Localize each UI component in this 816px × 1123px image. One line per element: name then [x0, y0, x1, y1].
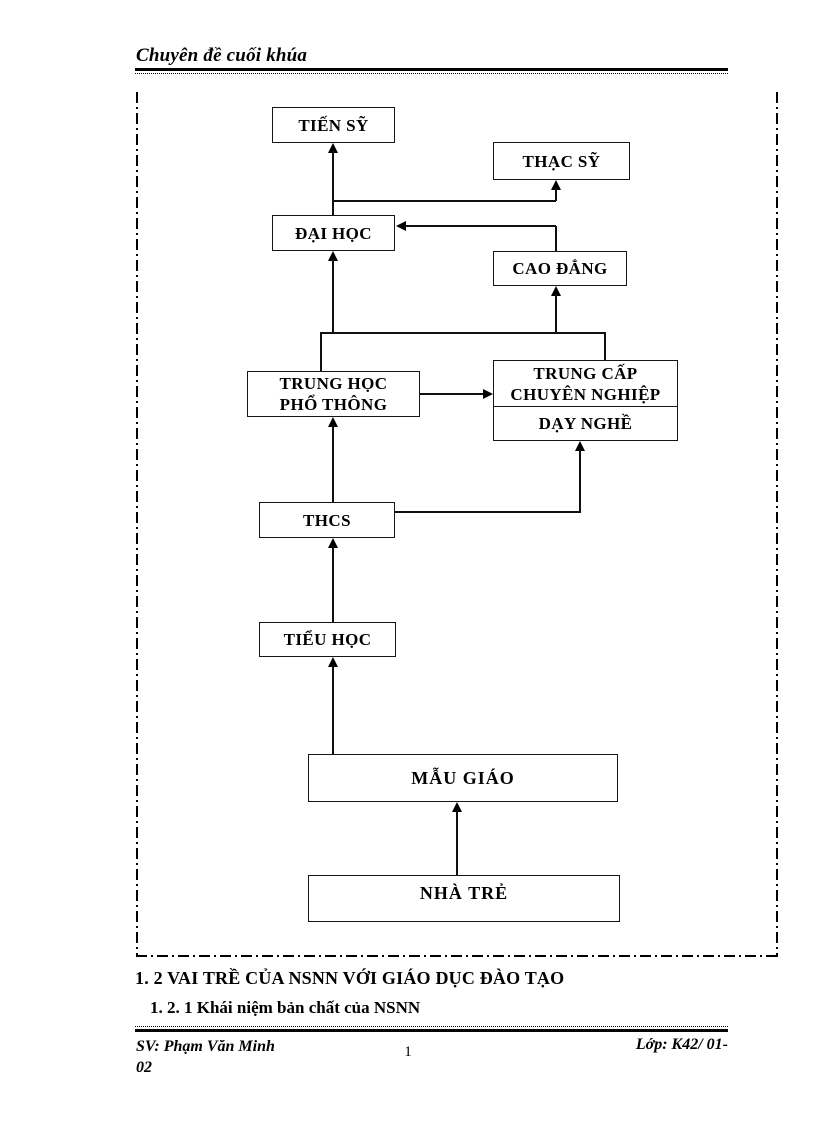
box-tccn-label-line1: TRUNG CẤP — [533, 363, 638, 383]
footer-rule — [135, 1029, 728, 1032]
box-dai-hoc: ĐẠI HỌC — [272, 215, 395, 251]
box-dai-hoc-label: ĐẠI HỌC — [295, 223, 372, 243]
connector-branch-to-thac-sy-h — [332, 200, 556, 202]
diagram-frame-bottom-border — [136, 955, 778, 957]
footer-author-line2: 02 — [136, 1059, 152, 1076]
connector-thpt-to-tccn — [420, 393, 485, 395]
footer-author-line1: SV: Phạm Văn Minh — [136, 1038, 275, 1055]
box-tccn-label-line2: CHUYÊN NGHIỆP — [510, 384, 661, 404]
subsection-heading: 1. 2. 1 Khái niệm bản chất của NSNN — [150, 998, 421, 1017]
header-title: Chuyên đề cuối khúa — [136, 45, 308, 66]
box-day-nghe-label: DẠY NGHỀ — [538, 414, 633, 433]
box-thpt-label-line2: PHỔ THÔNG — [279, 395, 388, 414]
footer-rule-dotted — [135, 1026, 728, 1027]
box-day-nghe-cell: DẠY NGHỀ — [494, 407, 677, 440]
box-thpt-label-line1: TRUNG HỌC — [279, 374, 388, 393]
connector-dai-hoc-to-tien-sy — [332, 151, 334, 215]
arrowhead-into-mau-giao — [452, 802, 462, 812]
arrowhead-into-day-nghe — [575, 441, 585, 451]
box-cao-dang: CAO ĐẲNG — [493, 251, 627, 286]
box-tieu-hoc: TIỂU HỌC — [259, 622, 396, 657]
connector-branch-to-thac-sy-v — [555, 188, 557, 201]
header-rule-dotted — [135, 73, 728, 74]
box-mau-giao-label: MẪU GIÁO — [411, 767, 515, 788]
box-thac-sy: THẠC SỸ — [493, 142, 630, 180]
diagram-frame-right-border — [776, 92, 778, 957]
box-trung-cap-chuyen-nghiep-day-nghe: TRUNG CẤP CHUYÊN NGHIỆP DẠY NGHỀ — [493, 360, 678, 441]
connector-bus-to-tccn — [604, 332, 606, 361]
connector-tieu-hoc-to-thcs — [332, 546, 334, 622]
box-mau-giao: MẪU GIÁO — [308, 754, 618, 802]
box-thcs-label: THCS — [303, 510, 351, 530]
box-tccn-upper-cell: TRUNG CẤP CHUYÊN NGHIỆP — [494, 361, 677, 407]
footer-class: Lớp: K42/ 01- — [635, 1036, 728, 1053]
box-tien-sy-label: TIẾN SỸ — [298, 115, 369, 135]
connector-bus-to-thpt — [320, 332, 322, 372]
header-rule — [135, 68, 728, 71]
diagram-frame-left-border — [136, 92, 138, 957]
box-tieu-hoc-label: TIỂU HỌC — [283, 630, 372, 649]
box-nha-tre-label: NHÀ TRẺ — [419, 883, 509, 903]
arrowhead-into-thcs — [328, 538, 338, 548]
connector-bus-to-cao-dang — [555, 294, 557, 334]
arrowhead-into-dai-hoc-right — [396, 221, 406, 231]
box-tien-sy: TIẾN SỸ — [272, 107, 395, 143]
connector-cao-dang-to-dai-hoc-h — [404, 225, 556, 227]
arrowhead-into-cao-dang — [551, 286, 561, 296]
arrowhead-into-thpt — [328, 417, 338, 427]
connector-thcs-to-day-nghe-h — [395, 511, 581, 513]
arrowhead-into-tien-sy — [328, 143, 338, 153]
footer-author: SV: Phạm Văn Minh 02 — [136, 1036, 275, 1078]
connector-cao-dang-to-dai-hoc-v — [555, 226, 557, 251]
arrowhead-into-tccn-left — [483, 389, 493, 399]
arrowhead-into-tieu-hoc — [328, 657, 338, 667]
arrowhead-into-dai-hoc-bottom — [328, 251, 338, 261]
connector-mau-giao-to-tieu-hoc — [332, 665, 334, 754]
connector-bus-horizontal — [320, 332, 606, 334]
box-nha-tre: NHÀ TRẺ — [308, 875, 620, 922]
box-cao-dang-label: CAO ĐẲNG — [512, 259, 608, 278]
page-number: 1 — [404, 1044, 412, 1060]
connector-thcs-to-thpt — [332, 425, 334, 502]
connector-bus-to-dai-hoc — [332, 259, 334, 333]
box-trung-hoc-pho-thong: TRUNG HỌC PHỔ THÔNG — [247, 371, 420, 417]
connector-nha-tre-to-mau-giao — [456, 810, 458, 875]
arrowhead-into-thac-sy — [551, 180, 561, 190]
box-thcs: THCS — [259, 502, 395, 538]
box-thac-sy-label: THẠC SỸ — [522, 151, 601, 171]
connector-thcs-to-day-nghe-v — [579, 449, 581, 512]
section-heading: 1. 2 VAI TRỀ CỦA NSNN VỚI GIÁO DỤC ĐÀO T… — [135, 968, 565, 988]
